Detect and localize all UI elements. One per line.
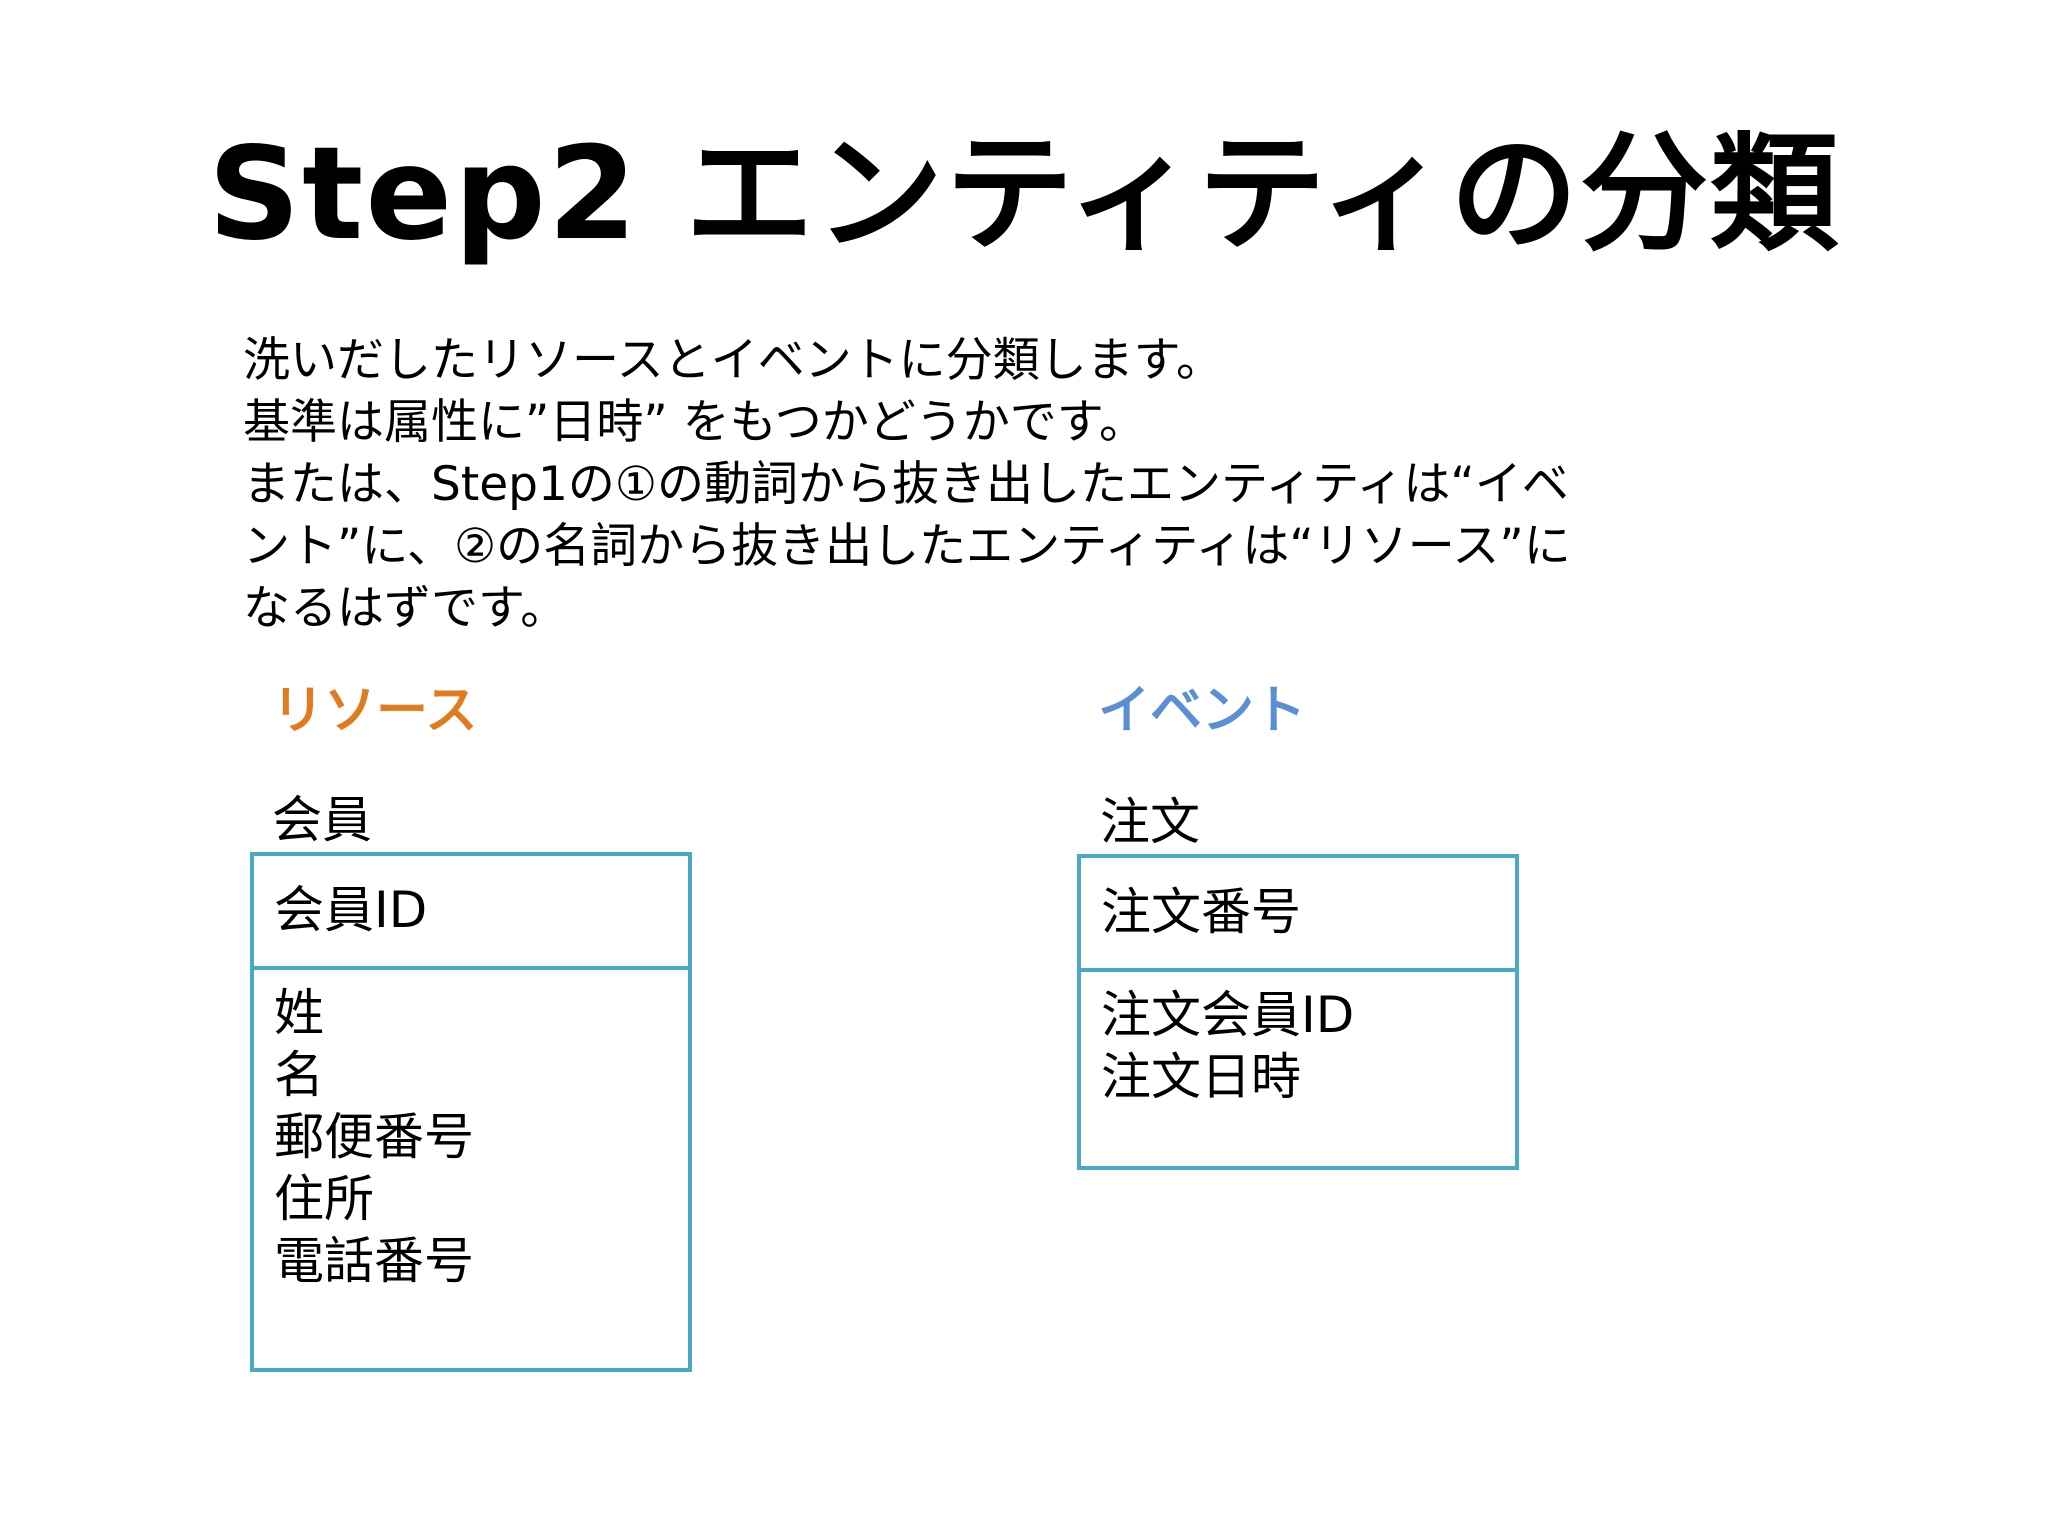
resource-category-label: リソース — [272, 681, 478, 741]
order-entity-box: 注文番号 注文会員ID 注文日時 — [1077, 854, 1519, 1170]
member-entity-attributes: 姓 名 郵便番号 住所 電話番号 — [254, 970, 688, 1292]
page-title: Step2 エンティティの分類 — [207, 120, 1841, 269]
description-line: 基準は属性に”日時” をもつかどうかです。 — [243, 395, 1147, 450]
attribute-item: 姓 — [274, 984, 324, 1042]
attribute-item: 注文会員ID — [1101, 986, 1355, 1044]
order-entity-key: 注文番号 — [1081, 858, 1515, 972]
description: 洗いだしたリソースとイベントに分類します。 基準は属性に”日時” をもつかどうか… — [243, 330, 1743, 640]
attribute-item: 注文日時 — [1101, 1048, 1301, 1106]
description-line: または、Step1の①の動詞から抜き出したエンティティは“イベ — [243, 457, 1569, 512]
attribute-item: 住所 — [274, 1170, 374, 1228]
attribute-item: 名 — [274, 1046, 324, 1104]
member-entity-key: 会員ID — [254, 856, 688, 970]
member-entity-name: 会員 — [272, 791, 372, 849]
description-line: なるはずです。 — [243, 581, 568, 636]
description-line: ント”に、②の名詞から抜き出したエンティティは“リソース”に — [243, 519, 1571, 574]
order-entity-attributes: 注文会員ID 注文日時 — [1081, 972, 1515, 1108]
description-line: 洗いだしたリソースとイベントに分類します。 — [243, 333, 1223, 388]
member-entity-box: 会員ID 姓 名 郵便番号 住所 電話番号 — [250, 852, 692, 1372]
attribute-item: 電話番号 — [274, 1232, 474, 1290]
attribute-item: 郵便番号 — [274, 1108, 474, 1166]
order-entity-name: 注文 — [1100, 793, 1200, 851]
event-category-label: イベント — [1098, 681, 1307, 741]
